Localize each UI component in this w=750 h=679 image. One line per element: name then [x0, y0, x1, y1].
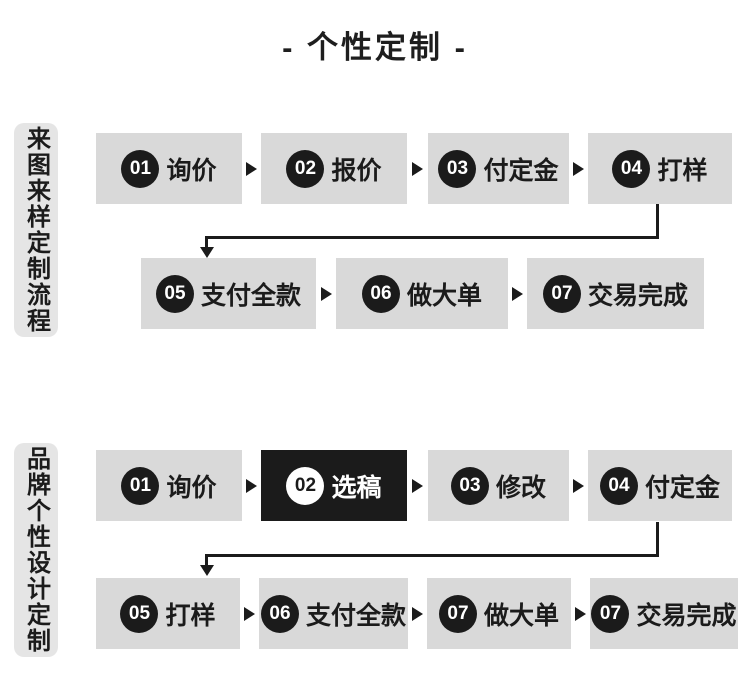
step-number-badge: 05	[155, 274, 194, 313]
step-box: 06 支付全款	[259, 578, 408, 649]
right-arrow-icon	[571, 606, 590, 621]
step-number-badge: 07	[542, 274, 581, 313]
step-label: 交易完成	[587, 281, 688, 310]
step-label: 打样	[165, 601, 216, 630]
step-number-badge: 02	[286, 466, 325, 505]
right-arrow-icon	[508, 286, 527, 301]
step-number-badge: 02	[286, 149, 325, 188]
right-arrow-icon	[407, 478, 428, 493]
down-arrow-icon	[200, 565, 214, 576]
flow-row: 05 支付全款 06 做大单 07 交易完成	[141, 258, 704, 329]
section-flow-label: 品牌个性设计定制	[14, 443, 58, 657]
connector-line	[205, 236, 659, 239]
section-flow-label: 来图来样定制流程	[14, 123, 58, 337]
step-number-badge: 01	[121, 466, 160, 505]
step-box: 07 做大单	[427, 578, 571, 649]
step-label: 支付全款	[200, 281, 301, 310]
step-label: 做大单	[483, 601, 559, 630]
right-arrow-icon	[407, 161, 428, 176]
connector-line	[205, 554, 659, 557]
section-brand-design-flow: 品牌个性设计定制 01 询价 02 选稿 03 修改 04 付定金	[0, 443, 750, 657]
step-number-badge: 07	[591, 594, 630, 633]
step-box: 02 报价	[261, 133, 407, 204]
step-box-highlighted: 02 选稿	[261, 450, 407, 521]
step-box: 04 打样	[588, 133, 732, 204]
step-number-badge: 07	[438, 594, 477, 633]
step-number-badge: 06	[361, 274, 400, 313]
step-label: 选稿	[331, 473, 382, 502]
step-box: 07 交易完成	[590, 578, 738, 649]
step-number-badge: 04	[599, 466, 638, 505]
flow-row: 05 打样 06 支付全款 07 做大单 07 交易完成	[96, 578, 738, 649]
step-label: 支付全款	[305, 601, 406, 630]
step-box: 06 做大单	[336, 258, 508, 329]
step-box: 05 支付全款	[141, 258, 316, 329]
right-arrow-icon	[569, 478, 588, 493]
step-label: 报价	[331, 156, 382, 185]
connector-line	[656, 204, 659, 239]
step-label: 付定金	[483, 156, 559, 185]
step-box: 05 打样	[96, 578, 240, 649]
right-arrow-icon	[316, 286, 336, 301]
step-label: 修改	[495, 473, 546, 502]
page-title: - 个性定制 -	[282, 30, 468, 65]
connector-line	[205, 236, 208, 249]
step-box: 01 询价	[96, 450, 242, 521]
section-sample-custom-flow: 来图来样定制流程 01 询价 02 报价 03 付定金 04 打样	[0, 123, 750, 337]
right-arrow-icon	[408, 606, 427, 621]
step-label: 做大单	[406, 281, 482, 310]
right-arrow-icon	[569, 161, 588, 176]
flow-row: 01 询价 02 报价 03 付定金 04 打样	[96, 133, 732, 204]
connector-line	[205, 554, 208, 567]
step-number-badge: 06	[260, 594, 299, 633]
right-arrow-icon	[242, 478, 261, 493]
down-arrow-icon	[200, 247, 214, 258]
step-number-badge: 01	[121, 149, 160, 188]
step-box: 03 付定金	[428, 133, 569, 204]
step-number-badge: 05	[120, 594, 159, 633]
right-arrow-icon	[242, 161, 261, 176]
connector-line	[656, 522, 659, 557]
step-label: 付定金	[644, 473, 720, 502]
step-number-badge: 04	[612, 149, 651, 188]
step-label: 交易完成	[636, 601, 737, 630]
step-box: 03 修改	[428, 450, 569, 521]
right-arrow-icon	[240, 606, 259, 621]
step-number-badge: 03	[450, 466, 489, 505]
step-number-badge: 03	[438, 149, 477, 188]
flow-row: 01 询价 02 选稿 03 修改 04 付定金	[96, 450, 732, 521]
step-label: 询价	[166, 156, 217, 185]
step-box: 07 交易完成	[527, 258, 704, 329]
step-box: 01 询价	[96, 133, 242, 204]
step-label: 询价	[166, 473, 217, 502]
step-box: 04 付定金	[588, 450, 732, 521]
step-label: 打样	[657, 156, 708, 185]
